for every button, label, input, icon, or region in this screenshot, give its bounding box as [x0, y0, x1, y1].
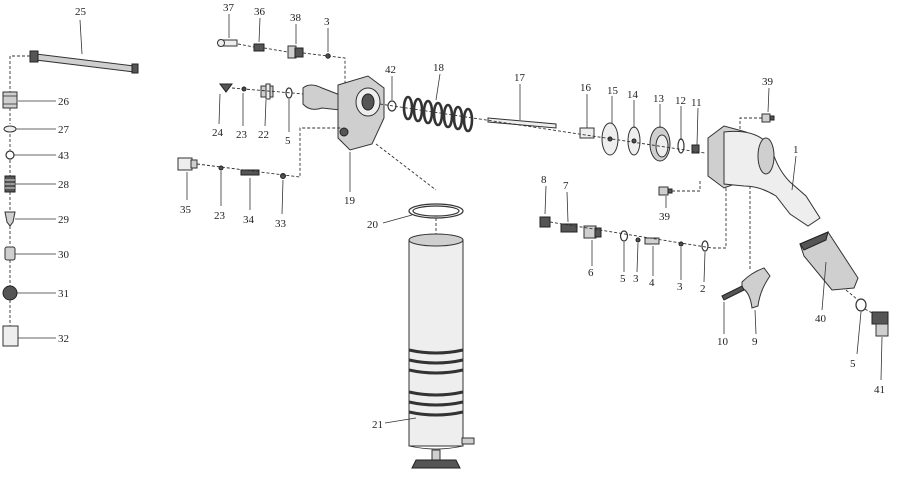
- label-13: 13: [653, 93, 665, 105]
- plunger-row: 42 18 17 16 15 14 13 12 11: [379, 62, 706, 162]
- label-23a: 23: [236, 129, 248, 141]
- part-17-rod: [487, 117, 557, 129]
- label-12: 12: [675, 95, 686, 107]
- label-23b: 23: [214, 210, 226, 222]
- body-and-handle: 39 1 39 40 5 41: [658, 76, 889, 396]
- label-18: 18: [433, 62, 445, 74]
- label-28: 28: [58, 179, 70, 191]
- label-3b: 3: [677, 281, 683, 293]
- label-21: 21: [372, 419, 383, 431]
- label-11: 11: [691, 97, 702, 109]
- label-20: 20: [367, 219, 379, 231]
- part-28-spring: [4, 175, 16, 193]
- label-16: 16: [580, 82, 592, 94]
- part-8-cap: [539, 216, 551, 228]
- part-29-jaw: [4, 211, 16, 227]
- part-30-fitting: [4, 246, 16, 261]
- label-31: 31: [58, 288, 69, 300]
- part-9-lever: [741, 267, 771, 309]
- label-14: 14: [627, 89, 639, 101]
- label-22: 22: [258, 129, 269, 141]
- label-39b: 39: [659, 211, 671, 223]
- label-1: 1: [793, 144, 799, 156]
- label-40: 40: [815, 313, 827, 325]
- part-5-washer-b: [619, 230, 629, 242]
- part-25-hose: [29, 50, 139, 74]
- label-43: 43: [58, 150, 70, 162]
- barrel-assembly: 20 21: [367, 143, 475, 469]
- left-column-parts: 25 26 27 43 28 29 30 31 32: [2, 6, 139, 347]
- label-39a: 39: [762, 76, 774, 88]
- label-26: 26: [58, 96, 70, 108]
- head-assembly: 24 23 22 5 19: [212, 75, 385, 207]
- label-25: 25: [75, 6, 87, 18]
- label-5a: 5: [285, 135, 291, 147]
- part-11-nut: [691, 144, 700, 154]
- label-27: 27: [58, 124, 70, 136]
- label-10: 10: [717, 336, 729, 348]
- label-17: 17: [514, 72, 526, 84]
- label-41: 41: [874, 384, 885, 396]
- part-33-ball: [280, 173, 286, 179]
- part-35-plug: [177, 157, 198, 171]
- part-18-spring: [402, 95, 474, 133]
- part-13-cup: [649, 126, 671, 162]
- label-35: 35: [180, 204, 192, 216]
- part-4-piston: [644, 237, 660, 245]
- part-39-screw-top: [761, 113, 775, 123]
- part-16-nut: [579, 127, 595, 139]
- label-24: 24: [212, 127, 224, 139]
- part-34-spring: [240, 169, 260, 176]
- part-6-piston-housing: [583, 225, 602, 239]
- part-27-washer: [3, 125, 17, 133]
- label-37: 37: [223, 2, 235, 14]
- label-29: 29: [58, 214, 70, 226]
- part-22-plug: [260, 83, 274, 100]
- label-42: 42: [385, 64, 396, 76]
- part-39-screw-bottom: [658, 186, 673, 196]
- pump-row: 8 7 6 5 3 4 3 2 10 9: [539, 174, 771, 348]
- part-26-nut: [2, 91, 18, 109]
- label-32: 32: [58, 333, 69, 345]
- part-31-ball-nut: [2, 285, 18, 301]
- label-5b: 5: [620, 273, 626, 285]
- label-3c: 3: [324, 16, 330, 28]
- part-12-washer: [677, 138, 685, 154]
- label-4: 4: [649, 277, 655, 289]
- label-3a: 3: [633, 273, 639, 285]
- label-34: 34: [243, 214, 255, 226]
- part-36-spring: [253, 43, 265, 52]
- part-32-coupler: [2, 325, 19, 347]
- part-10-pin: [721, 285, 745, 301]
- part-5-washer-c: [855, 298, 867, 312]
- part-43-ring: [5, 150, 15, 160]
- label-19: 19: [344, 195, 356, 207]
- part-7-spring: [560, 223, 578, 233]
- part-21-barrel: [408, 233, 475, 469]
- part-41-nozzle: [871, 311, 889, 337]
- label-30: 30: [58, 249, 70, 261]
- label-5c: 5: [850, 358, 856, 370]
- label-9: 9: [752, 336, 758, 348]
- label-6: 6: [588, 267, 594, 279]
- part-19-head: [302, 75, 385, 151]
- label-38: 38: [290, 12, 302, 24]
- top-parts-37-38: 37 36 38 3: [217, 2, 346, 84]
- part-2-washer: [701, 240, 709, 252]
- label-15: 15: [607, 85, 619, 97]
- label-36: 36: [254, 6, 266, 18]
- label-7: 7: [563, 180, 569, 192]
- part-38-fitting: [287, 45, 304, 59]
- part-1-body: [707, 125, 821, 227]
- label-8: 8: [541, 174, 547, 186]
- bleeder-row: 35 23 34 33: [177, 127, 342, 230]
- part-24-valve: [219, 83, 233, 93]
- label-33: 33: [275, 218, 287, 230]
- label-2: 2: [700, 283, 706, 295]
- part-3-ball-a: [635, 237, 641, 243]
- part-40-grip: [799, 231, 859, 291]
